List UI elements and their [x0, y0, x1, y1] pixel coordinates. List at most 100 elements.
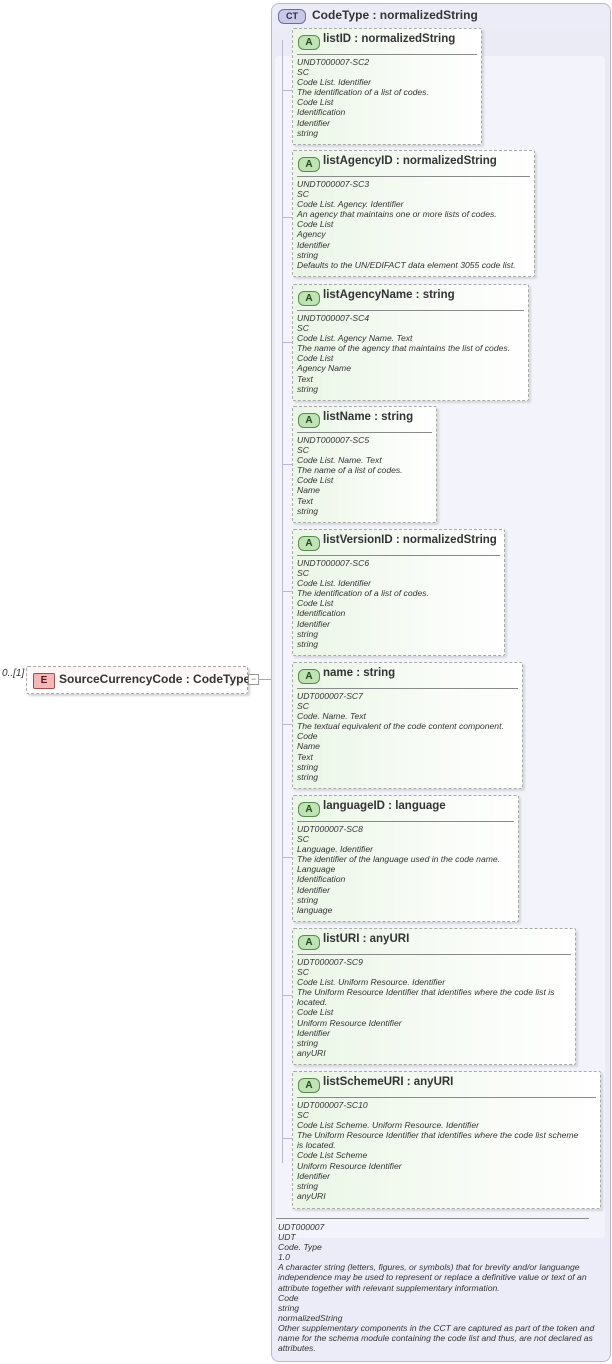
attribute-detail-line: Identifier	[297, 239, 330, 250]
attribute-detail-line: SC	[297, 323, 309, 334]
attribute-detail-line: The Uniform Resource Identifier that ide…	[297, 987, 555, 998]
attribute-detail-line: Agency Name	[297, 363, 351, 374]
attribute-icon: A	[298, 413, 320, 428]
attribute-detail-line: Name	[297, 485, 320, 496]
attribute-detail-line: Identifier	[297, 618, 330, 629]
attribute-detail-line: Text	[297, 495, 313, 506]
attribute-details: UDT000007-SC7 SC Code. Name. Text The te…	[297, 691, 519, 782]
attribute-detail-line: Code List. Uniform Resource. Identifier	[297, 977, 446, 988]
attribute-detail-line: UDT000007-SC10	[297, 1100, 368, 1110]
attribute-detail-line: Identification	[297, 874, 346, 885]
doc-line: UDT000007	[278, 1222, 325, 1232]
attribute-icon: A	[298, 1078, 320, 1093]
attribute-detail-line: located.	[297, 997, 328, 1008]
attribute-detail-line: UDT000007-SC8	[297, 824, 363, 834]
attribute-branch	[282, 90, 292, 91]
attribute-details: UNDT000007-SC6 SC Code List. Identifier …	[297, 558, 501, 649]
attribute-detail-line: Code List	[297, 598, 334, 609]
attribute-list-name[interactable]: A listName : string UNDT000007-SC5 SC Co…	[292, 406, 437, 523]
doc-line: UDT	[278, 1232, 296, 1243]
attribute-title: listAgencyName : string	[323, 289, 455, 301]
attribute-list-version-id[interactable]: A listVersionID : normalizedString UNDT0…	[292, 529, 505, 656]
attribute-detail-line: Uniform Resource Identifier	[297, 1017, 402, 1028]
attribute-detail-line: Code List Scheme	[297, 1150, 368, 1161]
attribute-list-agency-id[interactable]: A listAgencyID : normalizedString UNDT00…	[292, 150, 535, 277]
attribute-detail-line: Text	[297, 751, 313, 762]
doc-line: 1.0	[278, 1252, 290, 1263]
attribute-language-id[interactable]: A languageID : language UDT000007-SC8 SC…	[292, 795, 519, 922]
attribute-detail-line: Identification	[297, 107, 346, 118]
attribute-icon: A	[298, 157, 320, 172]
attribute-icon: A	[298, 802, 320, 817]
attribute-detail-line: SC	[297, 1110, 309, 1121]
attribute-detail-line: Code List	[297, 219, 334, 230]
attribute-detail-line: Code List. Identifier	[297, 578, 372, 589]
attribute-separator	[297, 432, 432, 433]
attribute-branch	[282, 1138, 292, 1139]
attribute-icon: A	[298, 536, 320, 551]
attribute-icon: A	[298, 35, 320, 50]
attribute-detail-line: Agency	[297, 229, 326, 240]
attribute-detail-line: The identification of a list of codes.	[297, 588, 429, 599]
attribute-detail-line: Uniform Resource Identifier	[297, 1160, 402, 1171]
attribute-detail-line: string	[297, 761, 319, 772]
attribute-icon: A	[298, 291, 320, 306]
attribute-title: listURI : anyURI	[323, 933, 410, 945]
attribute-detail-line: Code. Name. Text	[297, 711, 366, 722]
attribute-separator	[297, 310, 524, 311]
attribute-details: UNDT000007-SC4 SC Code List. Agency Name…	[297, 313, 525, 394]
attribute-detail-line: Code List	[297, 1007, 334, 1018]
attribute-detail-line: Name	[297, 741, 320, 752]
attribute-separator	[297, 555, 500, 556]
attribute-detail-line: Code List. Identifier	[297, 77, 372, 88]
attribute-list-scheme-uri[interactable]: A listSchemeURI : anyURI UDT000007-SC10 …	[292, 1071, 601, 1209]
attribute-detail-line: UNDT000007-SC5	[297, 435, 370, 445]
attribute-detail-line: language	[297, 904, 333, 915]
attribute-branch	[282, 995, 292, 996]
attribute-separator	[297, 54, 477, 55]
attribute-detail-line: Identifier	[297, 884, 330, 895]
attribute-detail-line: The name of a list of codes.	[297, 465, 403, 476]
attribute-title: name : string	[323, 667, 396, 679]
attribute-detail-line: The name of the agency that maintains th…	[297, 343, 511, 354]
attribute-list-id[interactable]: A listID : normalizedString UNDT000007-S…	[292, 28, 482, 145]
attribute-separator	[297, 176, 530, 177]
attribute-detail-line: string	[297, 1180, 319, 1191]
attribute-list-agency-name[interactable]: A listAgencyName : string UNDT000007-SC4…	[292, 284, 529, 401]
doc-line: normalizedString	[278, 1312, 343, 1323]
attribute-separator	[297, 954, 571, 955]
attribute-detail-line: Identifier	[297, 117, 330, 128]
attribute-detail-line: Code List. Agency. Identifier	[297, 199, 404, 210]
attribute-detail-line: SC	[297, 834, 309, 845]
element-source-currency-code[interactable]: E SourceCurrencyCode : CodeType	[26, 666, 250, 694]
attribute-detail-line: Text	[297, 373, 313, 384]
attribute-separator	[297, 688, 518, 689]
attribute-icon: A	[298, 669, 320, 684]
attribute-details: UDT000007-SC9 SC Code List. Uniform Reso…	[297, 957, 572, 1058]
attribute-detail-line: string	[297, 771, 319, 782]
attribute-details: UNDT000007-SC2 SC Code List. Identifier …	[297, 57, 478, 138]
attribute-detail-line: Code List. Name. Text	[297, 455, 382, 466]
attribute-name[interactable]: A name : string UDT000007-SC7 SC Code. N…	[292, 662, 523, 789]
footer-separator	[276, 1218, 589, 1219]
attribute-branch	[282, 464, 292, 465]
attribute-detail-line: SC	[297, 568, 309, 579]
attribute-branch	[282, 217, 292, 218]
attribute-detail-line: An agency that maintains one or more lis…	[297, 209, 497, 220]
attribute-detail-line: string	[297, 249, 319, 260]
complex-type-icon: CT	[278, 9, 306, 24]
attribute-detail-line: anyURI	[297, 1190, 326, 1201]
attribute-detail-line: anyURI	[297, 1047, 326, 1058]
attribute-title: listAgencyID : normalizedString	[323, 155, 497, 167]
complex-type-title: CodeType : normalizedString	[312, 8, 478, 22]
attribute-list-uri[interactable]: A listURI : anyURI UDT000007-SC9 SC Code…	[292, 928, 576, 1065]
attribute-detail-line: UDT000007-SC7	[297, 691, 363, 701]
doc-line: Other supplementary components in the CC…	[278, 1322, 595, 1354]
attribute-detail-line: Code List	[297, 97, 334, 108]
attribute-branch	[282, 342, 292, 343]
attribute-detail-line: string	[297, 383, 319, 394]
attribute-icon: A	[298, 935, 320, 950]
attribute-title: languageID : language	[323, 800, 446, 812]
attribute-branch	[282, 724, 292, 725]
connector-line	[258, 679, 272, 680]
